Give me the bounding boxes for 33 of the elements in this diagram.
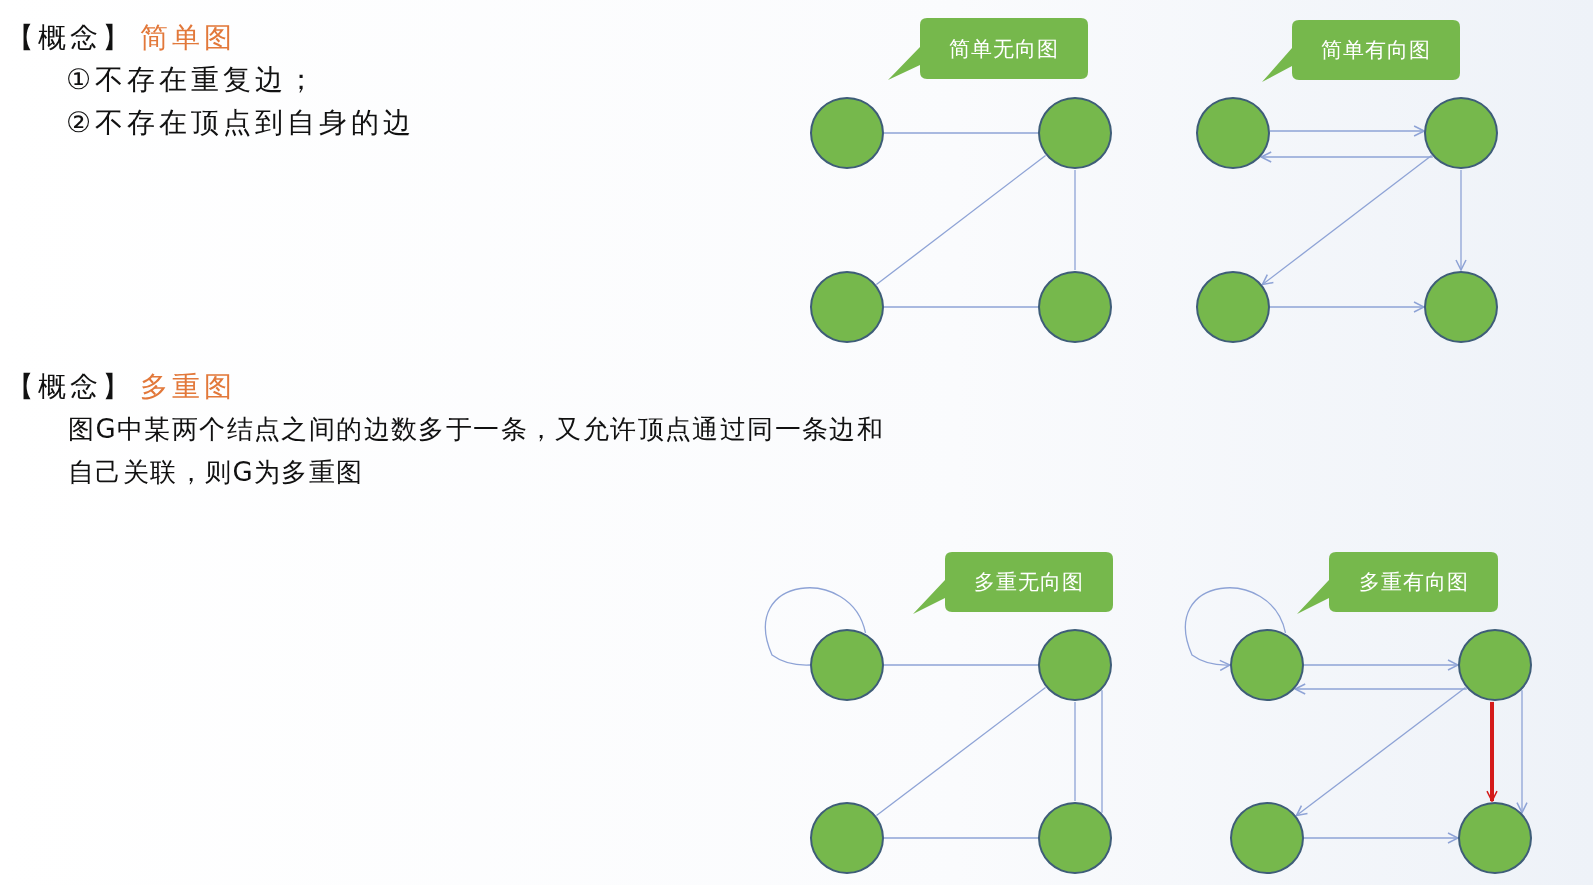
edge-line xyxy=(1074,701,1076,802)
heading-term: 简单图 xyxy=(140,20,236,56)
arrow xyxy=(1269,301,1425,313)
loop-line xyxy=(765,587,867,666)
edge-line xyxy=(1074,169,1076,271)
speech-bubble: 多重无向图 xyxy=(913,552,1113,614)
speech-bubble: 简单有向图 xyxy=(1262,20,1460,82)
edge-line xyxy=(1101,689,1103,814)
arrow xyxy=(1303,832,1459,844)
speech-bubble: 简单无向图 xyxy=(888,18,1088,80)
definition-text: 图G中某两个结点之间的边数多于一条，又允许顶点通过同一条边和自己关联，则G为多重图 xyxy=(68,413,886,489)
heading-bracket: 【概念】 xyxy=(6,369,134,405)
heading-term: 多重图 xyxy=(140,369,236,405)
arrow xyxy=(1516,689,1528,814)
loop-arrow xyxy=(1185,587,1287,671)
arrow xyxy=(1303,659,1459,671)
heading-bracket: 【概念】 xyxy=(6,20,134,56)
edge-line xyxy=(883,132,1039,134)
arrow xyxy=(1295,686,1467,817)
edge-line xyxy=(883,664,1039,666)
list-item: ①不存在重复边； xyxy=(66,62,320,98)
arrow xyxy=(1260,151,1434,163)
edge-line xyxy=(883,306,1039,308)
speech-bubble: 多重有向图 xyxy=(1297,552,1498,614)
arrow xyxy=(1455,169,1467,271)
arrow xyxy=(1269,125,1425,137)
arrow xyxy=(1261,154,1433,286)
edge-line xyxy=(875,154,1047,286)
edge-line xyxy=(883,837,1039,839)
arrow xyxy=(1486,701,1498,802)
list-item: ②不存在顶点到自身的边 xyxy=(66,105,416,141)
edge-line xyxy=(875,686,1047,817)
arrow xyxy=(1294,683,1468,695)
